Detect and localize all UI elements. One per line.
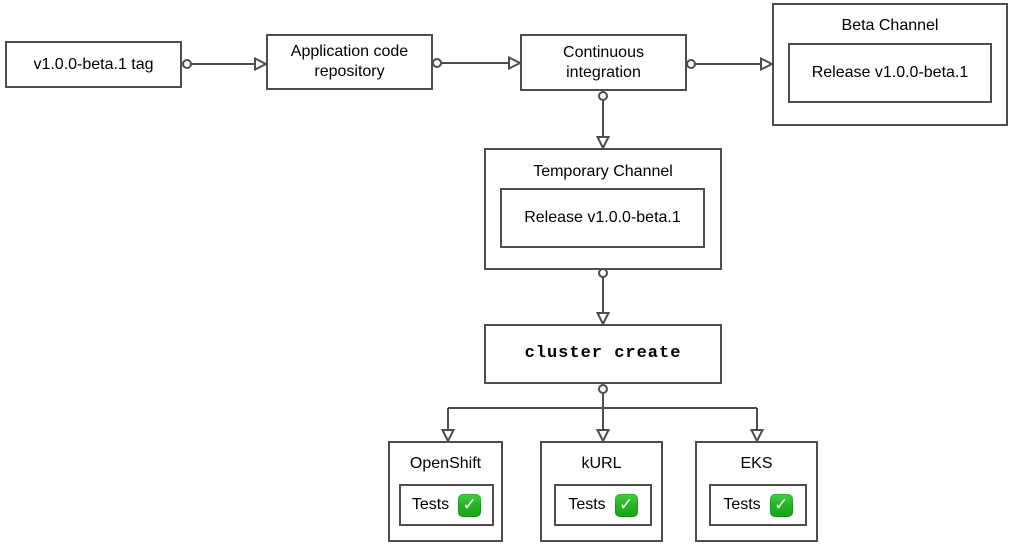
openshift-tests-label: Tests xyxy=(411,496,450,513)
openshift-tests-box[interactable]: Tests ✓ xyxy=(399,484,494,526)
check-passed-icon: ✓ xyxy=(458,493,482,517)
eks-tests-box[interactable]: Tests ✓ xyxy=(709,484,807,526)
check-passed-icon: ✓ xyxy=(614,493,638,517)
node-continuous-integration-label: Continuous integration xyxy=(563,43,644,81)
node-version-tag[interactable]: v1.0.0-beta.1 tag xyxy=(5,41,182,88)
check-passed-icon: ✓ xyxy=(769,493,793,517)
beta-channel-release-box[interactable]: Release v1.0.0-beta.1 xyxy=(788,43,992,103)
node-kurl[interactable]: kURL Tests ✓ xyxy=(540,441,663,542)
edge-tag-to-repo xyxy=(182,56,269,72)
edge-ci-to-beta-channel xyxy=(686,56,775,72)
temporary-channel-title: Temporary Channel xyxy=(533,163,673,180)
node-temporary-channel[interactable]: Temporary Channel Release v1.0.0-beta.1 xyxy=(484,148,722,270)
node-cluster-create[interactable]: cluster create xyxy=(484,324,722,384)
node-beta-channel[interactable]: Beta Channel Release v1.0.0-beta.1 xyxy=(772,3,1008,126)
openshift-title: OpenShift xyxy=(409,455,482,472)
eks-title: EKS xyxy=(740,455,773,472)
cluster-create-label: cluster create xyxy=(524,344,682,364)
edge-temp-channel-to-cluster-create xyxy=(595,268,611,327)
node-version-tag-label: v1.0.0-beta.1 tag xyxy=(33,55,154,73)
edge-repo-to-ci xyxy=(432,55,523,71)
edge-ci-to-temp-channel xyxy=(595,91,611,151)
node-openshift[interactable]: OpenShift Tests ✓ xyxy=(388,441,503,542)
node-eks[interactable]: EKS Tests ✓ xyxy=(695,441,818,542)
kurl-title: kURL xyxy=(581,455,622,472)
beta-channel-release-label: Release v1.0.0-beta.1 xyxy=(811,64,969,81)
node-app-code-repository-label: Application code repository xyxy=(290,43,409,80)
kurl-tests-box[interactable]: Tests ✓ xyxy=(554,484,652,526)
kurl-tests-label: Tests xyxy=(568,496,606,513)
edge-cluster-create-to-tests xyxy=(440,384,765,444)
eks-tests-label: Tests xyxy=(723,496,761,513)
temporary-channel-release-box[interactable]: Release v1.0.0-beta.1 xyxy=(500,188,705,248)
node-continuous-integration[interactable]: Continuous integration xyxy=(520,34,687,91)
temporary-channel-release-label: Release v1.0.0-beta.1 xyxy=(524,209,681,226)
beta-channel-title: Beta Channel xyxy=(841,17,939,34)
node-app-code-repository[interactable]: Application code repository xyxy=(266,34,433,90)
